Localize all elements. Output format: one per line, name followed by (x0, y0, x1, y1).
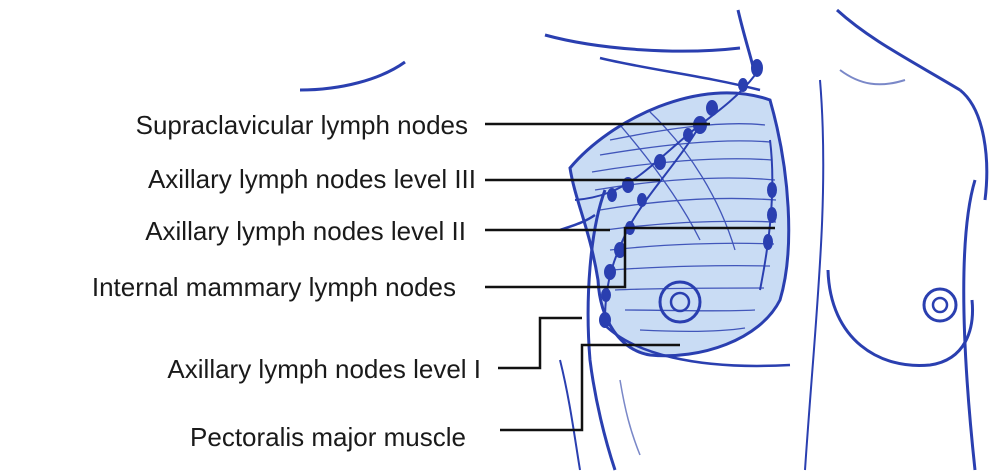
neck-left (545, 35, 740, 51)
label-axillary-level-i: Axillary lymph nodes level I (167, 354, 481, 384)
rib-line-faint (620, 380, 640, 455)
neck-right (837, 10, 960, 90)
body-outline-left (300, 62, 405, 90)
label-axillary-level-ii: Axillary lymph nodes level II (145, 216, 466, 246)
side-body-left (560, 360, 580, 470)
label-supraclavicular: Supraclavicular lymph nodes (136, 110, 468, 140)
right-areola (924, 289, 956, 321)
label-axillary-level-iii: Axillary lymph nodes level III (148, 164, 476, 194)
body-outline-right (964, 180, 975, 470)
clavicle-line (600, 58, 760, 90)
sternum-line (805, 80, 823, 470)
label-pectoralis-major: Pectoralis major muscle (190, 422, 466, 452)
label-internal-mammary: Internal mammary lymph nodes (92, 272, 456, 302)
right-clavicle (840, 70, 905, 84)
leader-axillary-i (498, 318, 582, 368)
right-nipple (933, 298, 947, 312)
